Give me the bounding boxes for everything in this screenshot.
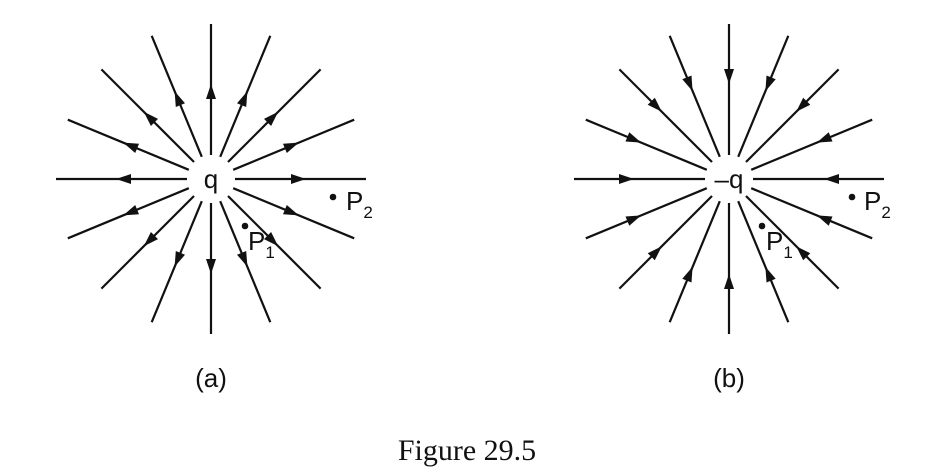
- charge-label-a: q: [204, 164, 218, 194]
- field-line-b-10: [618, 68, 713, 163]
- field-arrow-b-0: [824, 174, 839, 184]
- point-p2-dot-b: [848, 193, 856, 201]
- field-arrow-b-14: [796, 97, 811, 112]
- field-arrow-b-13: [765, 75, 776, 92]
- field-line-b-13: [737, 35, 790, 158]
- field-arrow-b-1: [816, 215, 833, 226]
- field-arrow-a-2: [264, 232, 279, 247]
- field-arrow-b-6: [647, 246, 662, 261]
- field-arrow-a-12: [206, 84, 216, 99]
- field-line-b-1: [750, 187, 873, 240]
- field-arrow-a-5: [174, 251, 185, 267]
- field-arrow-b-11: [682, 75, 693, 92]
- field-arrow-a-0: [291, 174, 306, 184]
- field-arrow-b-7: [625, 215, 642, 226]
- point-p1-label-a: P1: [248, 226, 275, 262]
- panel-b-inward-field: –q P1 P2 (b): [574, 24, 891, 393]
- field-arrow-a-3: [237, 251, 248, 267]
- field-arrow-a-11: [174, 91, 185, 107]
- field-arrow-a-14: [264, 111, 279, 126]
- panel-label-a: (a): [195, 363, 227, 393]
- field-lines-b: [574, 24, 884, 334]
- field-arrow-a-6: [143, 232, 158, 247]
- field-arrow-b-5: [682, 266, 693, 283]
- field-arrow-a-1: [283, 205, 299, 216]
- field-arrow-a-8: [116, 174, 131, 184]
- point-p1-label-b: P1: [766, 226, 793, 262]
- field-line-b-6: [618, 195, 713, 290]
- field-arrow-b-12: [724, 69, 734, 84]
- field-line-b-3: [737, 200, 790, 323]
- charge-label-b: –q: [715, 164, 744, 194]
- figure-caption: Figure 29.5: [398, 434, 536, 467]
- field-arrow-a-4: [206, 259, 216, 274]
- point-p1-dot-a: [241, 222, 249, 230]
- field-arrow-b-2: [796, 246, 811, 261]
- field-line-b-7: [585, 187, 708, 240]
- field-line-b-2: [745, 195, 840, 290]
- field-arrow-b-9: [625, 132, 642, 143]
- field-arrow-a-13: [237, 91, 248, 107]
- field-arrow-a-10: [143, 111, 158, 126]
- field-line-b-11: [668, 35, 721, 158]
- field-arrow-b-3: [765, 266, 776, 283]
- field-arrow-b-8: [619, 174, 634, 184]
- field-line-b-9: [585, 118, 708, 171]
- field-line-b-15: [750, 118, 873, 171]
- field-arrow-b-15: [816, 132, 833, 143]
- field-arrow-a-7: [123, 205, 139, 216]
- field-arrow-a-9: [123, 142, 139, 153]
- field-line-b-14: [745, 68, 840, 163]
- point-p1-dot-b: [758, 222, 766, 230]
- panel-a-outward-field: q P1 P2 (a): [56, 24, 373, 393]
- field-arrow-b-10: [647, 97, 662, 112]
- field-lines-a: [56, 24, 366, 334]
- field-arrow-b-4: [724, 274, 734, 289]
- point-p2-label-a: P2: [346, 186, 373, 222]
- panel-label-b: (b): [713, 363, 745, 393]
- point-p2-label-b: P2: [864, 186, 891, 222]
- field-line-b-5: [668, 200, 721, 323]
- field-arrow-a-15: [283, 142, 299, 153]
- point-p2-dot-a: [329, 193, 337, 201]
